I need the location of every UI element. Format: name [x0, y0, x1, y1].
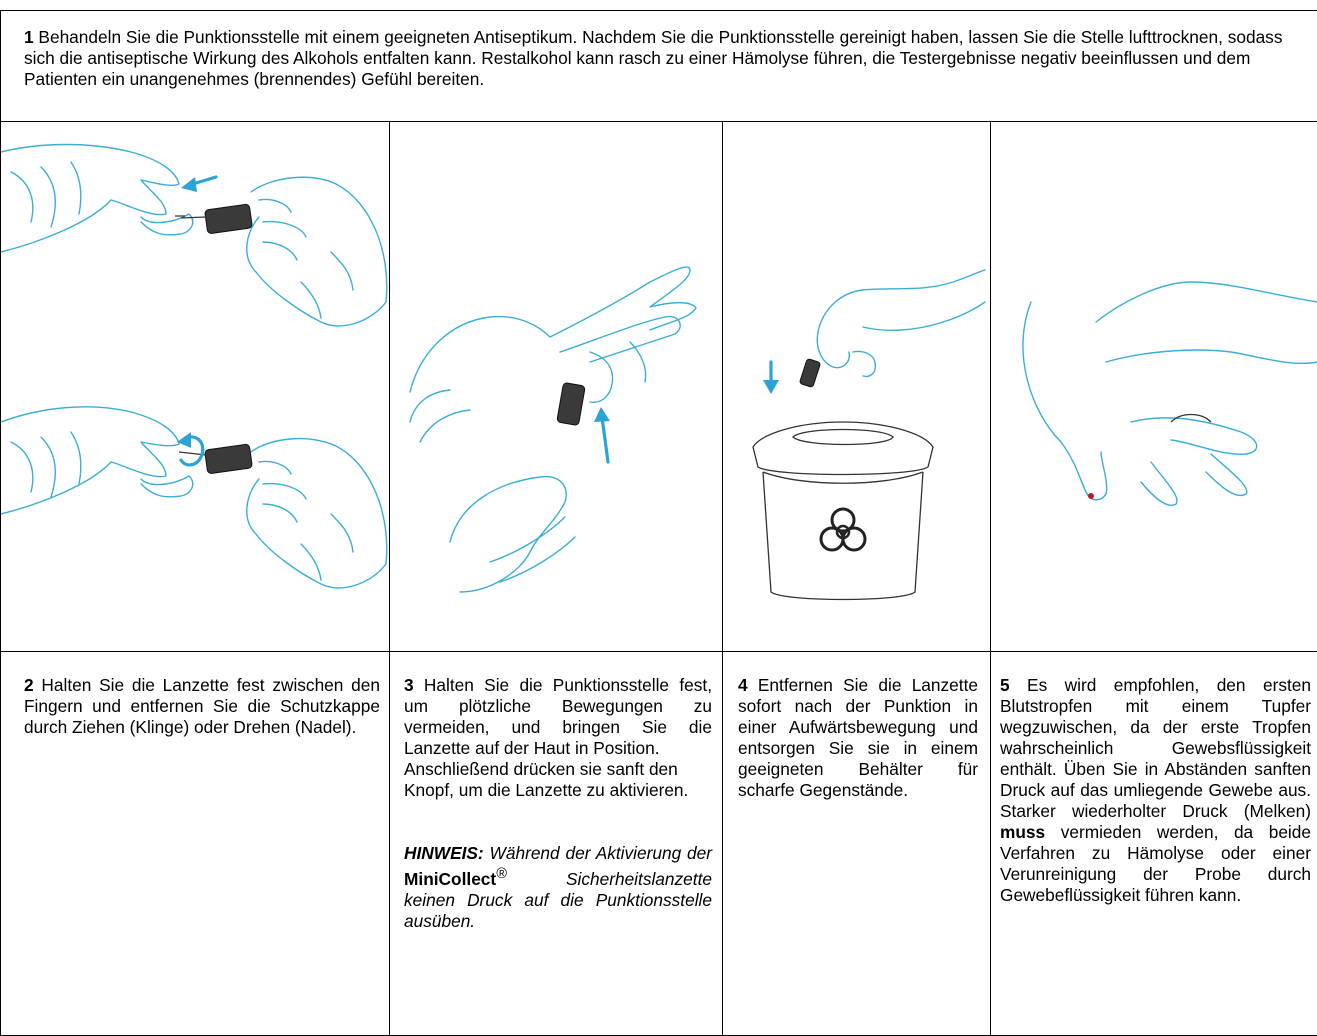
- illustration-step-3: [389, 121, 723, 652]
- step-5-text: 5 Es wird empfohlen, den ersten Blutstro…: [990, 651, 1317, 1036]
- note-text: Während der Aktivierung der: [483, 843, 712, 863]
- step-4-text: 4 Entfernen Sie die Lanzette sofort nach…: [722, 651, 991, 1036]
- illustration-step-2: [0, 121, 390, 652]
- brand-name: MiniCollect: [404, 868, 497, 889]
- step-2-text: 2 Halten Sie die Lanzette fest zwischen …: [0, 651, 390, 1036]
- step-number: 5: [1000, 675, 1010, 695]
- steps-text-row: 2 Halten Sie die Lanzette fest zwischen …: [0, 651, 1317, 1036]
- registered-mark: ®: [496, 866, 507, 882]
- step-text-continued: Anschließend drücken sie sanft den Knopf…: [404, 759, 689, 800]
- note-label: HINWEIS:: [404, 843, 484, 863]
- step-text: Halten Sie die Lanzette fest zwischen de…: [24, 675, 380, 737]
- step-number: 1: [24, 27, 34, 47]
- step-3-text: 3 Halten Sie die Punktionsstelle fest, u…: [389, 651, 723, 1036]
- illustration-step-4: [722, 121, 991, 652]
- step-text: Es wird empfohlen, den ersten Blutstropf…: [1000, 675, 1311, 821]
- step-number: 3: [404, 675, 414, 695]
- intro-text: Behandeln Sie die Punktionsstelle mit ei…: [24, 27, 1283, 89]
- step-text: Entfernen Sie die Lanzette sofort nach d…: [738, 675, 978, 800]
- step-text-end: vermieden werden, da beide Verfahren zu …: [1000, 822, 1311, 905]
- illustration-step-5: [990, 121, 1317, 652]
- step-text: Halten Sie die Punktionsstelle fest, um …: [404, 675, 712, 758]
- emphasis-word: muss: [1000, 822, 1046, 842]
- step-number: 4: [738, 675, 748, 695]
- note-text-end: Sicherheitslanzette keinen Druck auf die…: [404, 868, 712, 931]
- illustrations-row: [0, 121, 1317, 652]
- intro-step: 1 Behandeln Sie die Punktionsstelle mit …: [0, 10, 1317, 122]
- note: HINWEIS: Während der Aktivierung der Min…: [404, 843, 712, 932]
- instruction-sheet: 1 Behandeln Sie die Punktionsstelle mit …: [0, 10, 1317, 1036]
- biohazard-icon: [819, 507, 867, 552]
- step-number: 2: [24, 675, 34, 695]
